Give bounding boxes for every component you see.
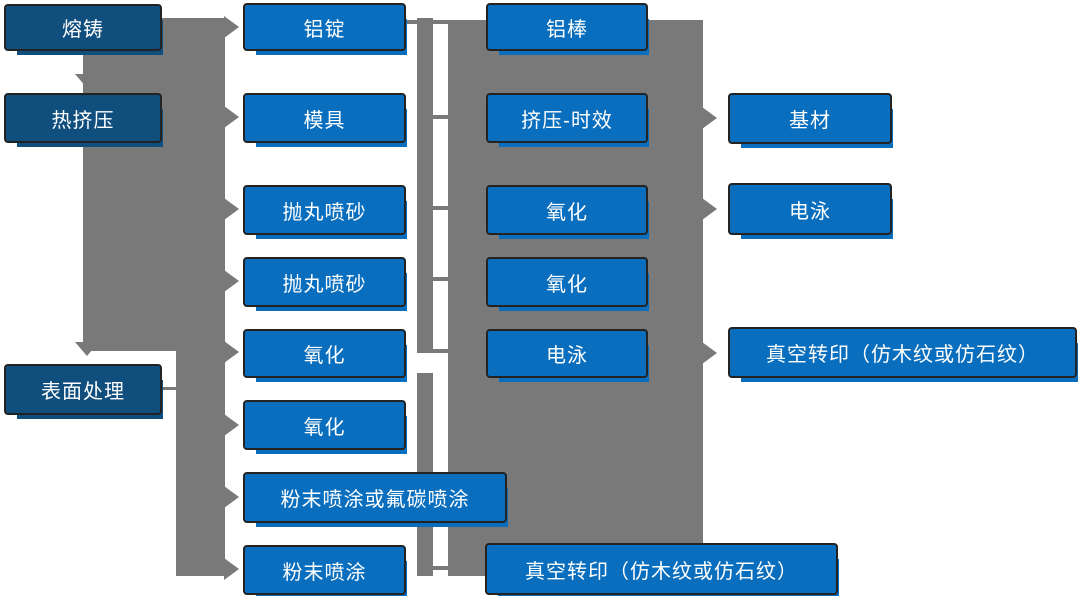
node-oxidation-3: 氧化 <box>486 185 648 235</box>
node-oxidation-1: 氧化 <box>243 329 406 378</box>
down-arrowhead <box>75 74 99 88</box>
connector-line-surface-treatment <box>161 387 177 390</box>
node-hot-extrusion: 热挤压 <box>4 93 162 143</box>
right-arrowhead <box>224 106 239 128</box>
node-oxidation-2: 氧化 <box>243 400 406 450</box>
right-arrowhead <box>224 341 239 363</box>
right-arrowhead <box>702 107 717 129</box>
node-aluminum-ingot: 铝锭 <box>243 3 406 51</box>
connector-line-extrusion-aging <box>433 115 449 119</box>
node-powder-coating: 粉末喷涂 <box>243 545 406 595</box>
node-shot-blasting-2: 抛丸喷砂 <box>243 257 406 307</box>
node-surface-treatment: 表面处理 <box>4 364 162 415</box>
node-vacuum-transfer-2: 真空转印（仿木纹或仿石纹） <box>728 327 1077 378</box>
right-arrowhead <box>224 198 239 220</box>
node-powder-or-fluorocarbon: 粉末喷涂或氟碳喷涂 <box>243 472 507 523</box>
right-arrowhead <box>702 342 717 364</box>
node-extrusion-aging: 挤压-时效 <box>486 93 648 143</box>
connector-line-electrophoresis <box>433 349 449 353</box>
node-electrophoresis-1: 电泳 <box>486 329 648 378</box>
connector-line-oxidation-4 <box>433 277 449 281</box>
connector-band-middle-top <box>417 18 433 353</box>
connector-line-ingot-rod <box>406 20 448 24</box>
connector-line-vacuum-transfer <box>433 566 449 570</box>
connector-band-left <box>83 18 225 351</box>
connector-line-oxidation-3 <box>433 206 449 210</box>
node-oxidation-4: 氧化 <box>486 257 648 307</box>
node-melt-casting: 熔铸 <box>4 4 162 51</box>
right-arrowhead <box>224 270 239 292</box>
right-arrowhead <box>224 16 239 38</box>
connector-band-surface <box>176 350 225 576</box>
right-arrowhead <box>702 198 717 220</box>
right-arrowhead <box>224 414 239 436</box>
right-arrowhead <box>224 486 239 508</box>
node-shot-blasting-1: 抛丸喷砂 <box>243 185 406 235</box>
down-arrowhead <box>75 342 99 356</box>
node-mold: 模具 <box>243 93 406 143</box>
node-electrophoresis-2: 电泳 <box>728 183 892 235</box>
node-vacuum-transfer-1: 真空转印（仿木纹或仿石纹） <box>485 543 838 595</box>
right-arrowhead <box>224 558 239 580</box>
node-base-material: 基材 <box>728 93 892 144</box>
node-aluminum-rod: 铝棒 <box>486 3 648 51</box>
